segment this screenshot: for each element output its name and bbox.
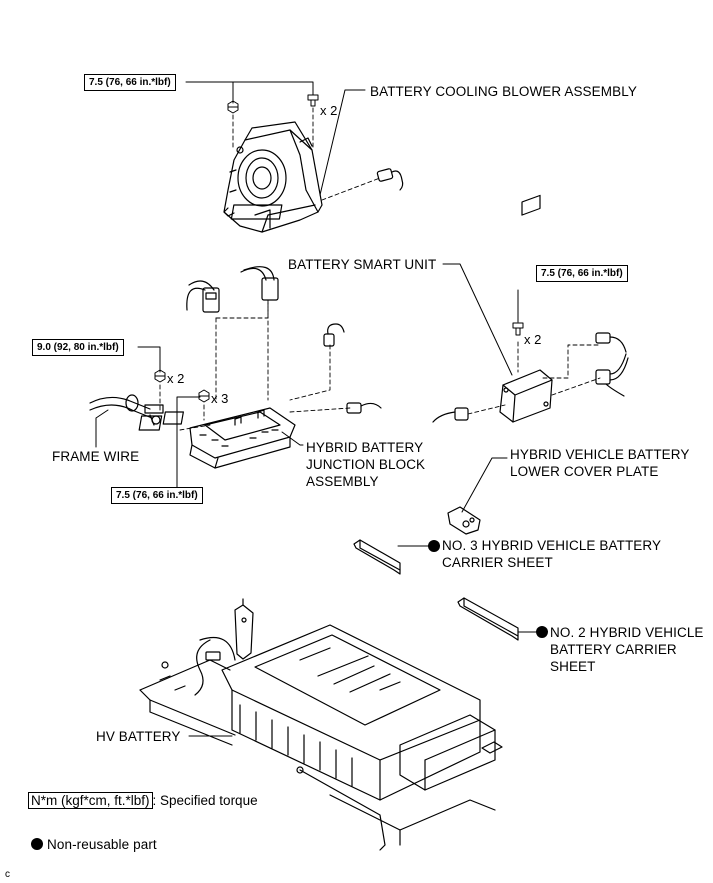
leader-lines — [95, 81, 537, 737]
label-no3-line1: NO. 3 HYBRID VEHICLE BATTERY — [442, 538, 662, 553]
label-no3-line2: CARRIER SHEET — [442, 555, 553, 570]
label-no2-line2: BATTERY CARRIER — [550, 642, 677, 657]
torque-box-frame-wire: 9.0 (92, 80 in.*lbf) — [32, 339, 124, 356]
bolt-icon — [307, 94, 319, 107]
bolt-icon — [512, 322, 524, 336]
label-no2-line1: NO. 2 HYBRID VEHICLE — [550, 625, 704, 640]
label-hv-battery: HV BATTERY — [96, 729, 181, 744]
smart-unit-connectors-drawing — [432, 332, 629, 423]
qty-blower: x 2 — [320, 103, 338, 118]
legend-torque-unit-box: N*m (kgf*cm, ft.*lbf) — [28, 792, 153, 809]
smart-unit-drawing — [499, 194, 553, 423]
legend-nonreusable-text: Non-reusable part — [47, 837, 157, 852]
label-blower: BATTERY COOLING BLOWER ASSEMBLY — [370, 84, 637, 99]
qty-junction: x 3 — [211, 391, 229, 406]
no3-carrier-sheet-drawing — [353, 539, 401, 575]
dashed-lines — [159, 107, 601, 431]
torque-box-junction: 7.5 (76, 66 in.*lbf) — [111, 487, 203, 504]
junction-connectors-drawing — [186, 266, 345, 347]
label-frame-wire: FRAME WIRE — [52, 449, 140, 464]
torque-box-blower: 7.5 (76, 66 in.*lbf) — [84, 74, 176, 91]
qty-frame-wire: x 2 — [167, 371, 185, 386]
no2-carrier-sheet-drawing — [457, 597, 519, 641]
fasteners — [154, 94, 524, 403]
legend-torque: N*m (kgf*cm, ft.*lbf): Specified torque — [28, 792, 258, 809]
legend-dot-icon — [31, 838, 43, 850]
label-lower-cover-line2: LOWER COVER PLATE — [510, 464, 659, 479]
junction-block-drawing — [138, 407, 296, 469]
label-smart-unit: BATTERY SMART UNIT — [288, 257, 437, 272]
label-junction-line1: HYBRID BATTERY — [306, 440, 424, 455]
hv-battery-drawing — [139, 598, 503, 851]
nut-icon — [198, 389, 210, 403]
legend-torque-text: : Specified torque — [152, 793, 258, 808]
blower-assembly-drawing — [223, 121, 323, 233]
qty-smart-unit: x 2 — [524, 332, 542, 347]
nonreusable-dot-icon — [536, 626, 548, 638]
frame-wire-drawing — [89, 394, 164, 426]
label-junction-line2: JUNCTION BLOCK — [306, 457, 426, 472]
nut-icon — [227, 100, 239, 114]
blower-connector-drawing — [376, 168, 404, 191]
label-lower-cover-line1: HYBRID VEHICLE BATTERY — [510, 447, 690, 462]
label-junction-line3: ASSEMBLY — [306, 474, 379, 489]
corner-mark: C — [5, 869, 11, 880]
torque-box-smart-unit: 7.5 (76, 66 in.*lbf) — [536, 265, 628, 282]
nut-icon — [154, 369, 166, 383]
nonreusable-dot-icon — [428, 540, 440, 552]
junction-right-connector-drawing — [346, 402, 382, 414]
lower-cover-plate-drawing — [447, 506, 481, 535]
label-no2-line3: SHEET — [550, 659, 596, 674]
